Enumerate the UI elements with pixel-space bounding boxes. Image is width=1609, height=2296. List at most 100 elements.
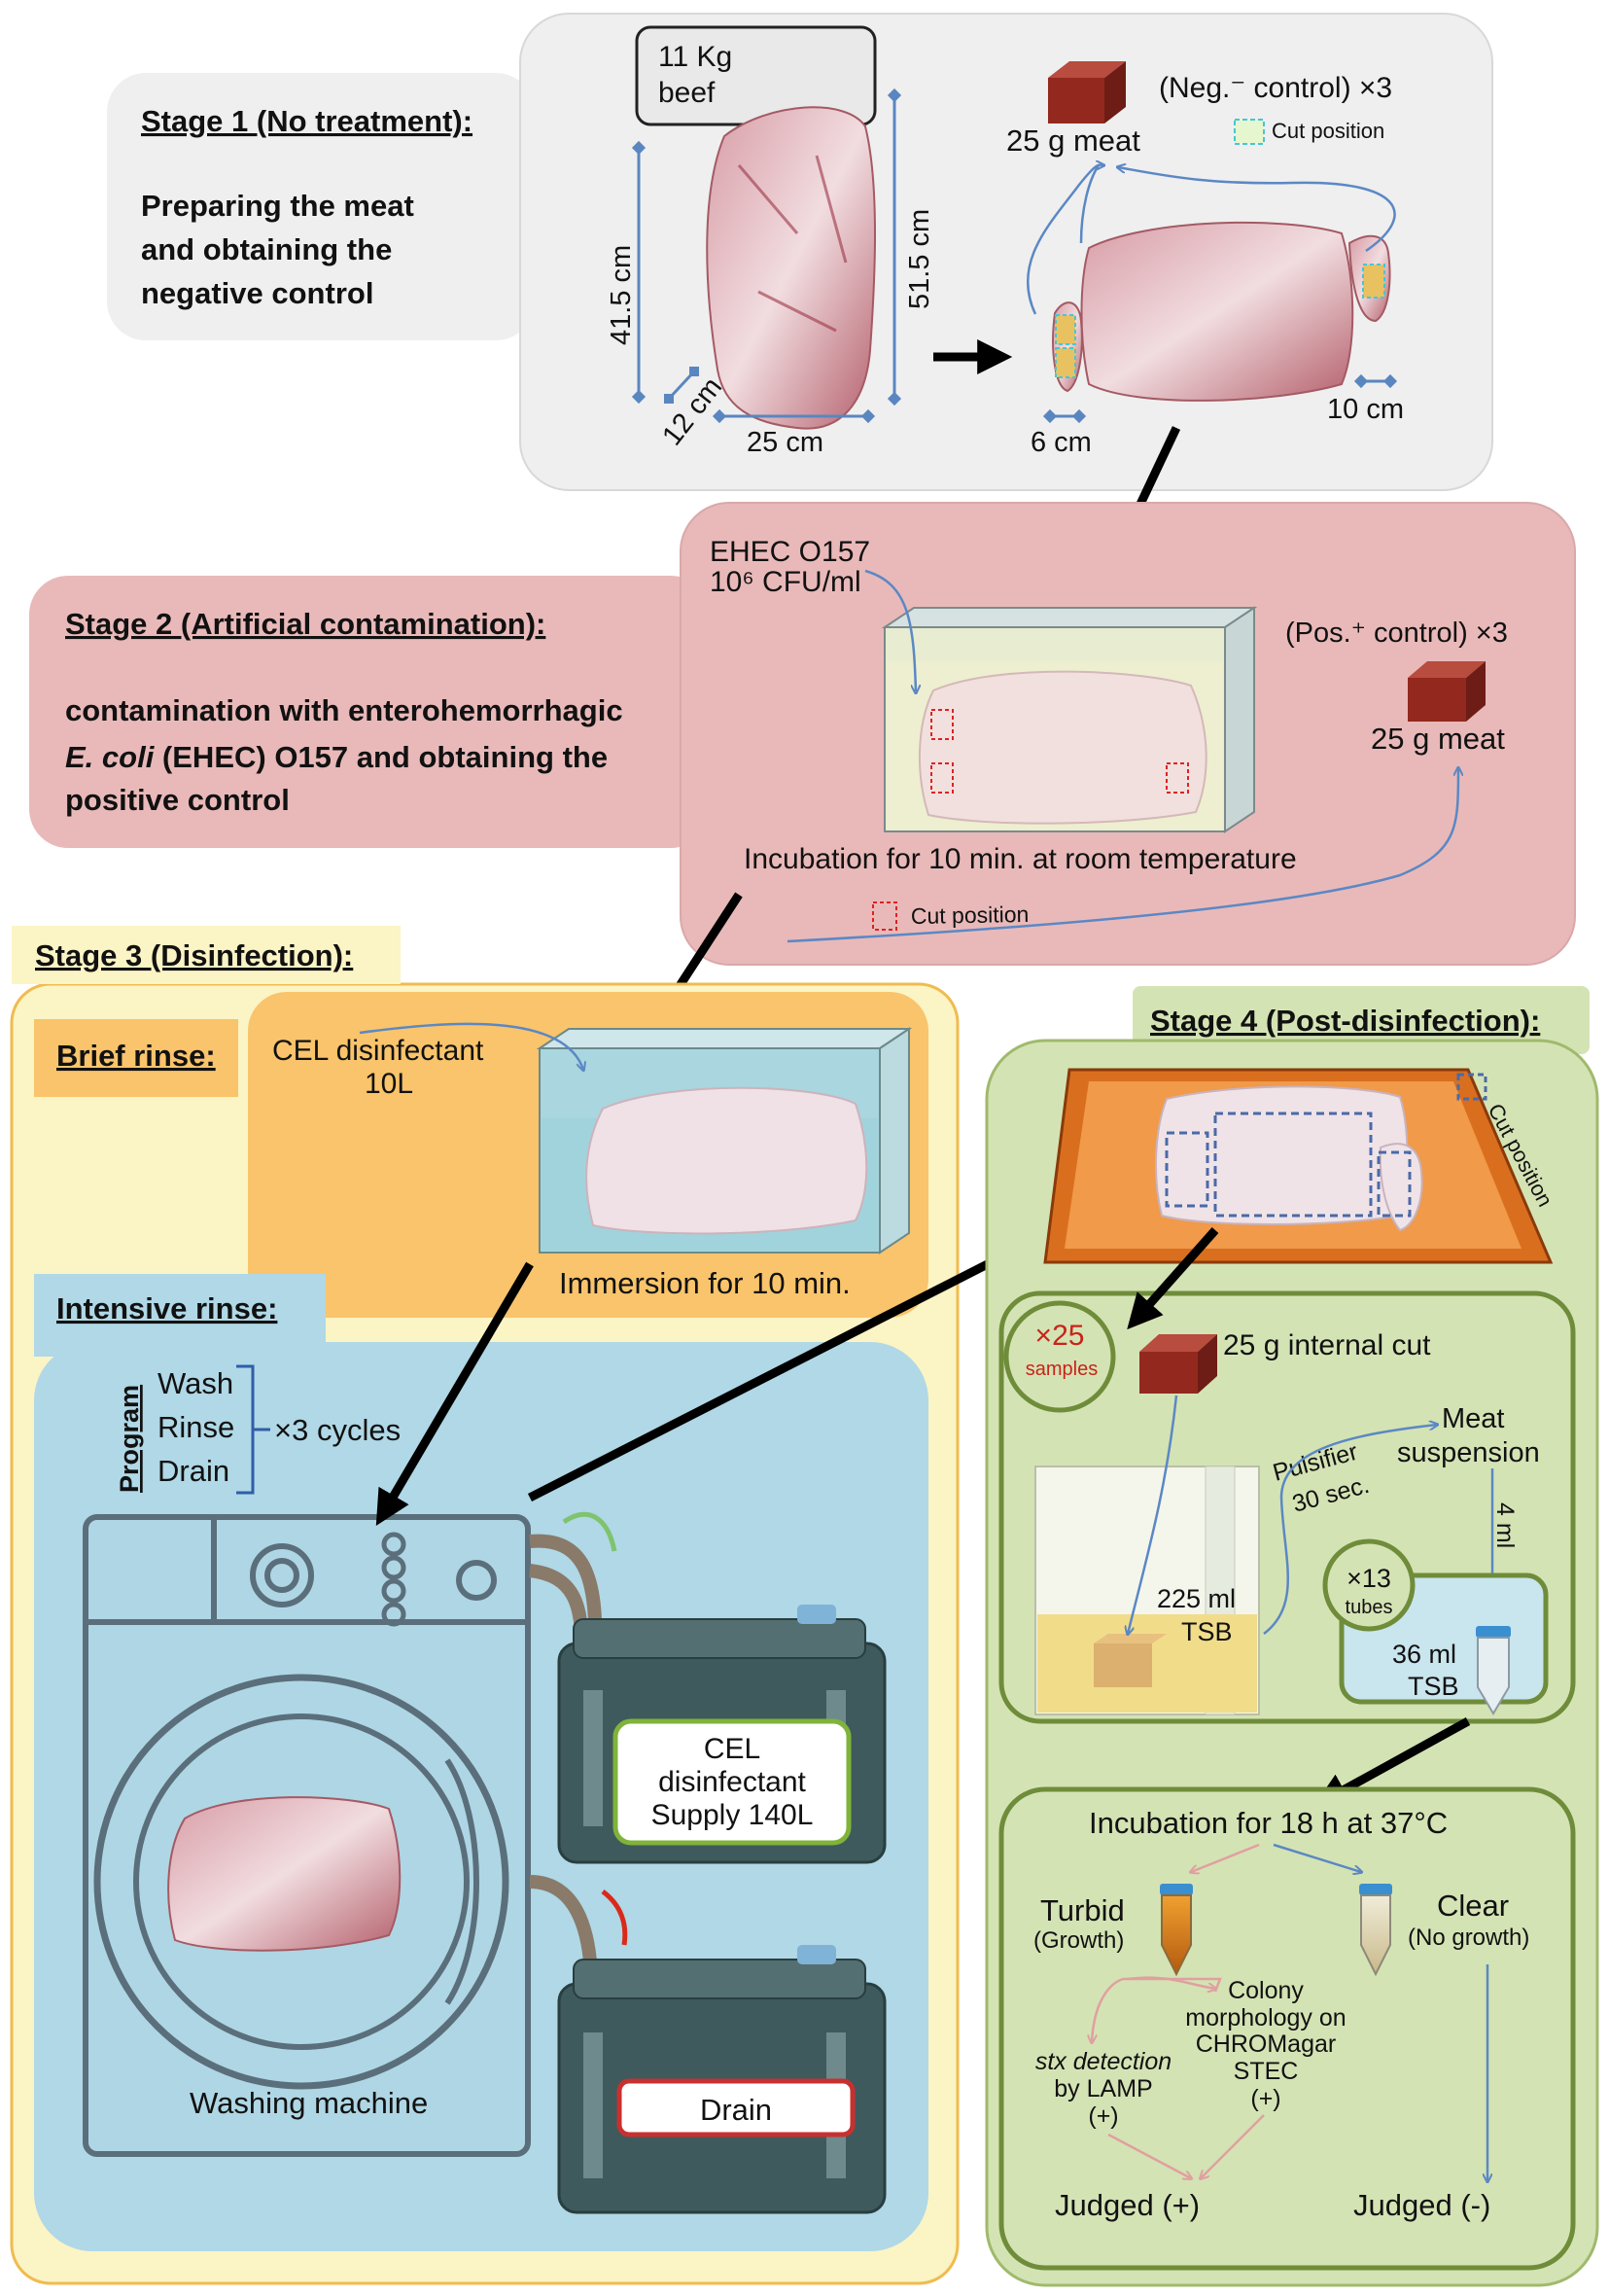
- stage3-panel: Stage 3 (Disinfection): Brief rinse: CEL…: [10, 926, 1031, 2285]
- dim-marker: [887, 88, 902, 103]
- cut-to-bag-arrow: [1128, 1395, 1178, 1634]
- pos-control-arrow: [787, 768, 1458, 943]
- dim-height-label: 41.5 cm: [606, 245, 637, 345]
- dim-marker: [664, 394, 674, 404]
- incubation-room-temp: Incubation for 10 min. at room temperatu…: [744, 843, 1297, 875]
- dim-marker: [712, 408, 727, 424]
- to-colony-arrow: [1127, 1976, 1215, 1989]
- clear-label: Clear: [1437, 1889, 1509, 1923]
- board-to-samples-arrow: [1127, 1227, 1219, 1330]
- stage3-heading: Stage 3 (Disinfection):: [35, 938, 353, 972]
- to-clear-arrow: [1273, 1843, 1361, 1872]
- incubation-37c-label: Incubation for 18 h at 37°C: [1089, 1806, 1448, 1840]
- tsb36-medium: TSB: [1408, 1672, 1459, 1701]
- stage4-panel: Stage 4 (Post-disinfection): Cut positio…: [985, 986, 1599, 2287]
- growth-label: (Growth): [1033, 1927, 1124, 1954]
- stx-line2: by LAMP: [1054, 2075, 1152, 2102]
- washing-machine: [83, 1514, 531, 2157]
- samples-count-badge: [1003, 1300, 1116, 1413]
- contamination-tank: [881, 606, 1258, 833]
- brief-rinse-heading: Brief rinse:: [56, 1039, 216, 1073]
- brief-cel-volume: 10L: [365, 1068, 413, 1100]
- intensive-rinse-heading: Intensive rinse:: [56, 1291, 277, 1325]
- colony-line2: morphology on: [1185, 2004, 1346, 2031]
- colony-line1: Colony: [1228, 1977, 1304, 2004]
- stage1-desc-line2: and obtaining the: [141, 232, 392, 266]
- to-stx-arrow: [1092, 1977, 1124, 2042]
- immersion-label: Immersion for 10 min.: [559, 1266, 851, 1300]
- whole-beef-image: [706, 106, 876, 430]
- immersion-tank: [536, 1027, 913, 1254]
- stx-line1: stx detection: [1035, 2048, 1172, 2075]
- dim-marker: [631, 140, 647, 156]
- stage2-cut-position: Cut position: [911, 901, 1030, 929]
- beef-word: beef: [658, 77, 716, 109]
- stage4-heading-bg: [1133, 986, 1590, 1054]
- meat-suspension-line2: suspension: [1397, 1437, 1540, 1468]
- program-step-wash: Wash: [157, 1366, 233, 1400]
- cut-region: [1165, 1131, 1209, 1208]
- dim-marker: [887, 391, 902, 406]
- immersion-to-machine-arrow: [375, 1261, 534, 1526]
- brief-heading-bg: [34, 1019, 238, 1097]
- meat-cube-icon: [1408, 661, 1486, 722]
- samples-count: ×25: [1035, 1320, 1085, 1352]
- stage2-piece-label: 25 g meat: [1371, 722, 1505, 756]
- stage2-text-box: [29, 576, 710, 848]
- stage1-cut-position: Cut position: [1272, 119, 1384, 143]
- drain-label-box: [616, 2078, 856, 2137]
- colony-line3: CHROMagar: [1196, 2031, 1336, 2058]
- stomacher-bag: [1034, 1466, 1260, 1715]
- stage2-panel: Stage 2 (Artificial contamination): cont…: [29, 502, 1576, 1025]
- disinfected-beef-slice: [1379, 1143, 1423, 1232]
- cut-position-swatch: [872, 901, 897, 931]
- left-cut-box: [1055, 314, 1076, 345]
- pulsifier-arrow: [1263, 1425, 1437, 1635]
- red-flow-arrow: [601, 1890, 628, 1946]
- stage2-desc-line2: E. coli (EHEC) O157 and obtaining the: [65, 740, 608, 774]
- cut-beef-main: [1080, 221, 1354, 402]
- program-bracket: [236, 1364, 270, 1495]
- stage2-desc-line1: contamination with enterohemorrhagic: [65, 693, 623, 727]
- turbid-tube-icon: [1160, 1884, 1193, 1977]
- stx-line3: (+): [1088, 2102, 1118, 2130]
- right-cut-box: [1362, 264, 1385, 299]
- dim-marker: [1042, 408, 1058, 424]
- brief-cel-label: CEL disinfectant: [272, 1035, 484, 1067]
- stage4-heading: Stage 4 (Post-disinfection):: [1150, 1004, 1540, 1038]
- dim-marker: [689, 367, 699, 376]
- cut-region: [1377, 1150, 1412, 1218]
- dim-marker: [1071, 408, 1087, 424]
- colony-line4: STEC: [1234, 2058, 1299, 2085]
- dim-width-label: 25 cm: [747, 427, 823, 458]
- neg-control-arrow-right: [1118, 167, 1396, 253]
- beef-marbling: [737, 155, 848, 333]
- cut-position-swatch: [1456, 1073, 1487, 1101]
- stage1-piece-label: 25 g meat: [1006, 124, 1140, 158]
- stage1-panel: Stage 1 (No treatment): Preparing the me…: [107, 13, 1493, 618]
- transfer-volume: 4 ml: [1491, 1502, 1519, 1548]
- dim-marker: [1353, 373, 1369, 389]
- judged-positive: Judged (+): [1055, 2188, 1200, 2222]
- meat-suspension-line1: Meat: [1442, 1403, 1504, 1434]
- stage1-text-box: [107, 73, 535, 340]
- supply-label-line3: Supply 140L: [651, 1799, 814, 1831]
- program-step-drain: Drain: [157, 1454, 229, 1488]
- neg-control-label: (Neg.⁻ control) ×3: [1159, 72, 1392, 104]
- drain-label: Drain: [700, 2093, 772, 2127]
- washing-machine-label: Washing machine: [190, 2086, 428, 2120]
- stage1-desc-line3: negative control: [141, 276, 373, 310]
- colony-to-judged-arrow: [1201, 2114, 1265, 2178]
- no-growth-label: (No growth): [1408, 1925, 1529, 1951]
- program-label: Program: [115, 1385, 144, 1493]
- tsb225-volume: 225 ml: [1157, 1584, 1236, 1613]
- dim-marker: [1382, 373, 1398, 389]
- stage1-heading: Stage 1 (No treatment):: [141, 104, 472, 138]
- supply-label-line1: CEL: [704, 1733, 760, 1765]
- tubes-count: ×13: [1347, 1564, 1391, 1593]
- stage2-desc-line3: positive control: [65, 783, 290, 817]
- stage3-heading-bg: [12, 926, 401, 984]
- meat-cube-icon: [1048, 61, 1126, 124]
- tsb225-medium: TSB: [1181, 1617, 1233, 1646]
